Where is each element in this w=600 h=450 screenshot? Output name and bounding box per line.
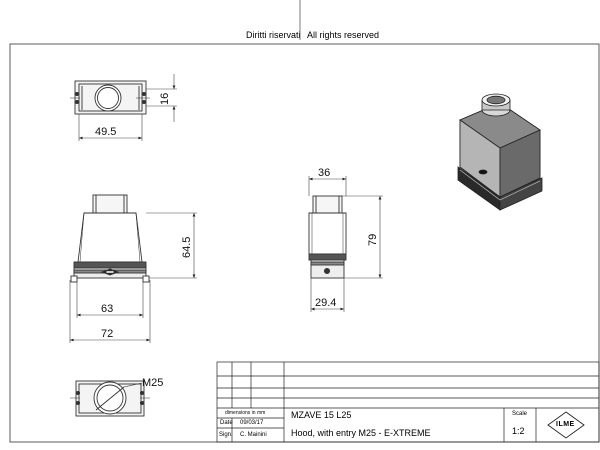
top-view-dims [78,74,177,141]
isometric-view [457,93,543,211]
date-value: 09/03/17 [240,420,264,426]
dim-front-outer-width: 72 [101,328,113,340]
title-block-grid [216,361,600,443]
dim-side-top-width: 36 [318,167,330,179]
dim-top-height: 16 [159,93,171,105]
dim-front-height: 64.5 [181,237,193,258]
part-code: MZAVE 15 L25 [291,410,352,420]
dim-side-bottom-width: 29.4 [315,297,336,309]
date-label: Date [220,420,233,426]
dim-front-inner-width: 63 [101,303,113,315]
copyright-english: All rights reserved [307,30,380,40]
sign-value: C. Mainini [240,432,267,438]
bottom-view [70,380,150,417]
scale-label: Scale [512,411,528,417]
dim-bottom-thread: M25 [142,377,163,389]
part-description: Hood, with entry M25 - E-XTREME [291,428,431,438]
side-view-dims [308,176,383,312]
scale-value: 1:2 [512,426,525,436]
dim-top-width: 49.5 [95,126,116,138]
dim-side-height: 79 [367,234,379,246]
side-view [308,195,347,279]
top-view [70,80,150,115]
logo-text: ILME [556,421,575,428]
dimensions-label: dimensions in mm [225,410,266,416]
front-view [70,194,150,283]
sign-label: Sign. [219,432,233,438]
copyright-italian: Diritti riservati [246,30,301,40]
front-view-dims [69,212,197,343]
ilme-logo [547,411,585,439]
